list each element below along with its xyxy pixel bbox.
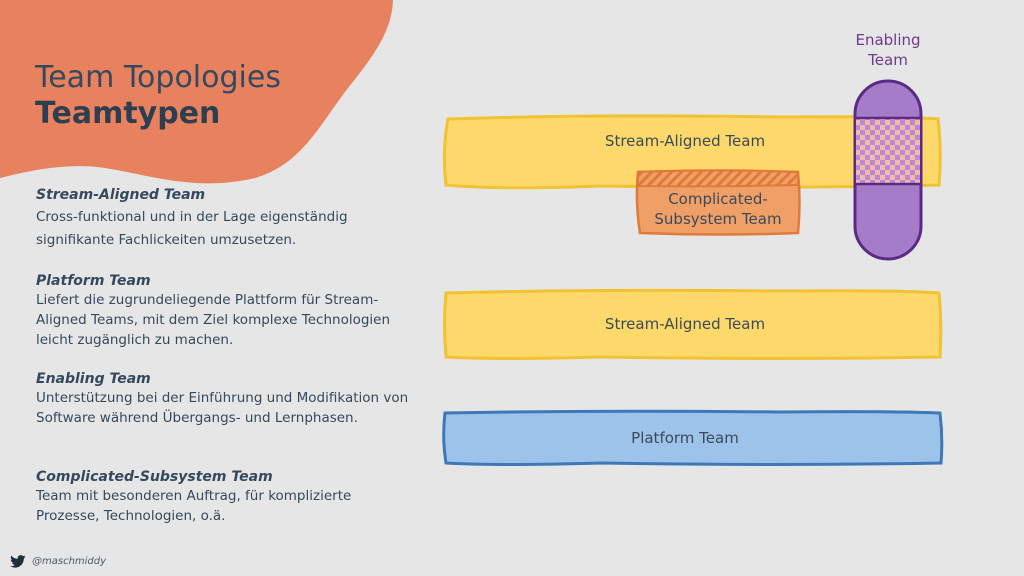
footer-handle: @maschmiddy bbox=[32, 556, 107, 567]
description-text: Liefert die zugrundeliegende Plattform f… bbox=[36, 292, 391, 348]
enabling-team-shape bbox=[853, 79, 923, 261]
enabling-team-label-line1: Enabling bbox=[855, 31, 921, 49]
twitter-bird-icon bbox=[10, 555, 26, 568]
description-text: Unterstützung bei der Einführung und Mod… bbox=[36, 390, 409, 426]
footer: @maschmiddy bbox=[10, 555, 106, 568]
description-complicated-subsystem: Complicated-Subsystem Team Team mit beso… bbox=[36, 468, 416, 526]
description-title: Platform Team bbox=[36, 273, 151, 289]
enabling-team-label-line2: Team bbox=[868, 51, 908, 69]
platform-team-label: Platform Team bbox=[631, 429, 739, 447]
description-enabling: Enabling Team Unterstützung bei der Einf… bbox=[36, 370, 416, 428]
title-block: Team Topologies Teamtypen bbox=[35, 60, 281, 132]
accent-blob bbox=[0, 0, 393, 184]
page-title: Team Topologies bbox=[35, 60, 281, 95]
description-text: Team mit besonderen Auftrag, für kompliz… bbox=[36, 488, 352, 524]
description-title: Enabling Team bbox=[36, 371, 151, 387]
description-platform: Platform Team Liefert die zugrundeliegen… bbox=[36, 272, 416, 350]
page-subtitle: Teamtypen bbox=[35, 96, 221, 131]
description-stream-aligned: Stream-Aligned Team Cross-funktional und… bbox=[36, 186, 416, 252]
complicated-subsystem-label-line2: Subsystem Team bbox=[654, 210, 782, 228]
complicated-subsystem-label-line1: Complicated- bbox=[668, 190, 768, 208]
description-title: Complicated-Subsystem Team bbox=[36, 469, 273, 485]
description-text: Cross-funktional und in der Lage eigenst… bbox=[36, 209, 348, 248]
complicated-subsystem-team-shape bbox=[635, 169, 801, 236]
stream-aligned-team-1-shape bbox=[442, 114, 942, 190]
stream-aligned-team-1-label: Stream-Aligned Team bbox=[604, 132, 766, 150]
stream-aligned-team-2-shape bbox=[443, 288, 943, 360]
platform-team-shape bbox=[442, 409, 944, 466]
description-title: Stream-Aligned Team bbox=[36, 187, 206, 203]
stream-aligned-team-2-label: Stream-Aligned Team bbox=[604, 315, 766, 333]
